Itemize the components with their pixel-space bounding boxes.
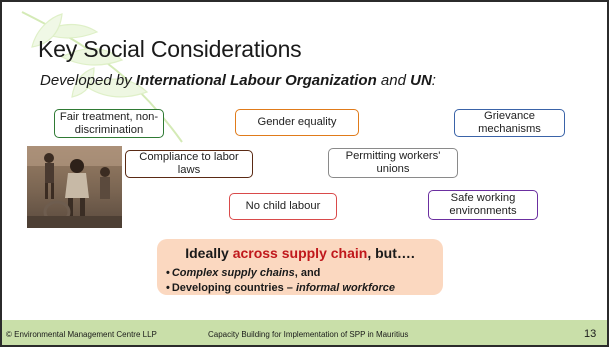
callout-heading-prefix: Ideally bbox=[185, 245, 233, 261]
footer-copyright: © Environmental Management Centre LLP bbox=[6, 330, 157, 339]
bullet-marker: • bbox=[166, 282, 170, 294]
bullet-text: Developing countries – bbox=[171, 282, 296, 294]
bullet-marker: • bbox=[166, 267, 170, 279]
bullet-rest: , and bbox=[294, 267, 321, 279]
leaf-background-decoration bbox=[21, 11, 183, 143]
supply-chain-callout: Ideally across supply chain, but…. •Comp… bbox=[157, 239, 443, 295]
consideration-grievance-mechanisms: Grievance mechanisms bbox=[454, 109, 565, 137]
subtitle-prefix: Developed by bbox=[40, 72, 136, 89]
callout-bullet-developing-countries: •Developing countries – informal workfor… bbox=[166, 282, 395, 294]
callout-heading: Ideally across supply chain, but…. bbox=[157, 245, 443, 261]
consideration-labor-law-compliance: Compliance to labor laws bbox=[125, 150, 253, 178]
callout-bullet-complex-supply-chains: •Complex supply chains, and bbox=[166, 267, 320, 279]
consideration-gender-equality: Gender equality bbox=[235, 109, 359, 136]
callout-heading-suffix: , but…. bbox=[367, 245, 415, 261]
subtitle-conjunction: and bbox=[376, 72, 411, 89]
bullet-emphasis: Complex supply chains bbox=[171, 267, 295, 279]
subtitle-org-un: UN bbox=[410, 72, 432, 89]
subtitle-suffix: : bbox=[431, 72, 436, 89]
slide-subtitle: Developed by International Labour Organi… bbox=[40, 72, 436, 89]
slide-page-number: 13 bbox=[584, 328, 597, 340]
consideration-fair-treatment: Fair treatment, non-discrimination bbox=[54, 109, 164, 138]
bullet-emphasis: informal workforce bbox=[295, 282, 395, 294]
subtitle-org-ilo: International Labour Organization bbox=[135, 72, 377, 89]
footer-course-title: Capacity Building for Implementation of … bbox=[208, 330, 409, 339]
footer-band bbox=[2, 320, 607, 345]
consideration-no-child-labour: No child labour bbox=[229, 193, 337, 220]
child-labour-photo bbox=[27, 146, 122, 228]
slide-title: Key Social Considerations bbox=[38, 36, 302, 62]
consideration-safe-working-environments: Safe working environments bbox=[428, 190, 538, 220]
callout-heading-highlight: across supply chain bbox=[232, 245, 368, 261]
consideration-workers-unions: Permitting workers' unions bbox=[328, 148, 458, 178]
